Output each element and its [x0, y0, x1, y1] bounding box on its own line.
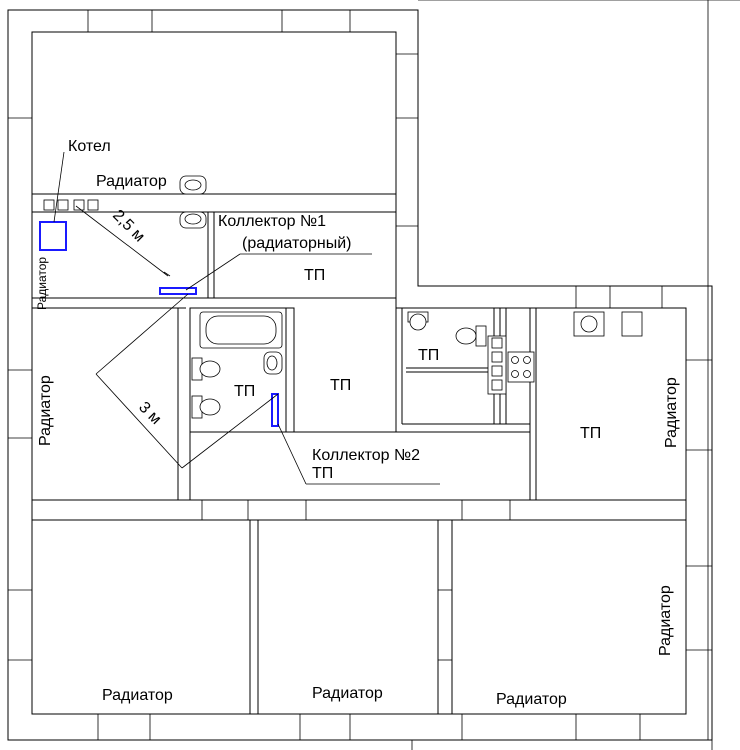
fixtures [43, 175, 643, 419]
radiator-label-living: Радиатор [96, 173, 167, 190]
toilet-icon [407, 311, 429, 331]
radiator-label-left-room: Радиатор [37, 375, 54, 446]
collector-2-icon [271, 393, 279, 427]
radiator-label-bedroom-2: Радиатор [312, 685, 383, 702]
tp-label-kitchen: ТП [580, 425, 601, 442]
boiler-label: Котел [68, 138, 111, 155]
radiator-label-kitchen: Радиатор [663, 377, 680, 448]
radiator-label-bedroom-3-wall: Радиатор [657, 585, 674, 656]
radiator-label-boiler-room: Радиатор [35, 257, 49, 310]
tp-label-hall: ТП [304, 267, 325, 284]
fridge-icon [621, 311, 643, 337]
outer-walls [7, 0, 740, 750]
sink-icon [263, 351, 283, 375]
sink-icon [179, 175, 207, 195]
labels: Котел Радиатор Радиатор 2,5 м Коллектор … [35, 138, 680, 708]
bidet-icon [191, 395, 221, 419]
bathtub-icon [199, 311, 283, 349]
tp-label-corridor: ТП [330, 377, 351, 394]
collector-1-label: Коллектор №1 [218, 213, 326, 230]
collector-2-sublabel: ТП [312, 465, 333, 482]
collector-1-sublabel: (радиаторный) [242, 235, 352, 252]
toilet-icon [191, 357, 221, 381]
sink-icon [179, 211, 207, 229]
dimension-2-5m: 2,5 м [109, 207, 148, 246]
heating-equipment [39, 221, 279, 427]
sink-icon [573, 311, 605, 337]
annotations [53, 151, 440, 485]
collector-2-label: Коллектор №2 [312, 447, 420, 464]
boiler-icon [39, 221, 67, 251]
radiator-label-bedroom-3: Радиатор [496, 691, 567, 708]
radiator-label-bedroom-1: Радиатор [102, 687, 173, 704]
tp-label-wc: ТП [418, 347, 439, 364]
collector-1-icon [159, 287, 197, 295]
tp-label-bathroom: ТП [234, 383, 255, 400]
stove-icon [507, 351, 535, 383]
toilet-icon [455, 325, 487, 347]
dimension-3m: 3 м [135, 399, 164, 428]
